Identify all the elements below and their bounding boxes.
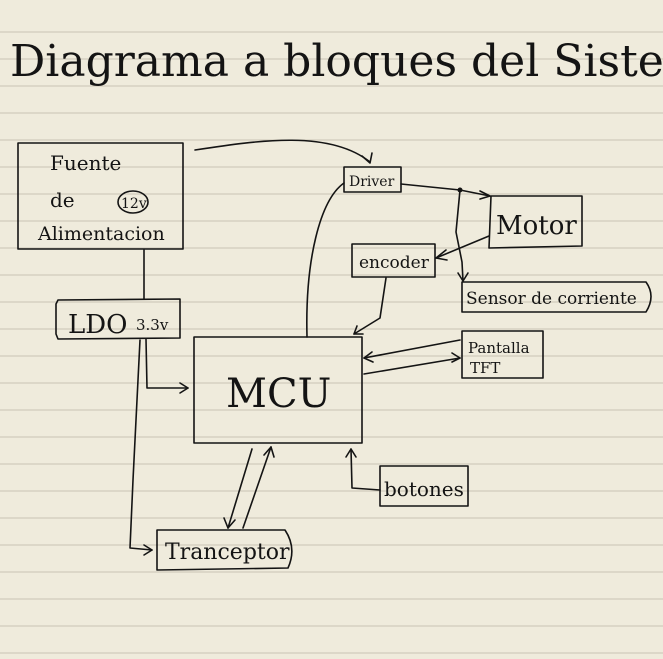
mcu-tranceptor-arrowhead-down [223,517,236,529]
driver-to-motor-arrowhead [479,190,491,200]
ldo-to-tranceptor-arrowhead [143,544,153,556]
page-title: Diagrama a bloques del Sistema [10,36,663,87]
botones-label: botones [384,477,464,501]
fuente-label-line1: Fuente [50,151,121,175]
motor-block [488,195,583,249]
notebook-rules [0,31,663,654]
mcu-to-driver-line [306,182,345,338]
encoder-block [351,243,436,278]
ldo-to-tranceptor-line [129,339,153,551]
ldo-voltage-label: 3.3v [136,316,169,334]
botones-block [379,465,469,507]
motor-to-encoder-line [435,235,490,259]
motor-to-sensor-line [455,189,464,282]
mcu-to-pantalla-line-b [363,357,461,375]
voltage-badge-circle [117,190,149,214]
pantalla-label-line1: Pantalla [468,339,530,357]
pantalla-label-line2: TFT [470,359,500,377]
ldo-block [55,298,181,340]
mcu-label: MCU [226,371,331,417]
fuente-block [17,142,184,250]
motor-label: Motor [496,211,577,241]
fuente-label-line3: Alimentacion [37,223,165,245]
fuente-label-line2: de [50,188,75,212]
mcu-to-pantalla-line-a [363,339,461,359]
sensor-label: Sensor de corriente [466,289,637,309]
ldo-label: LDO [68,310,127,340]
ldo-to-mcu-arrowhead [179,382,189,394]
fuente-to-driver-line [194,139,371,163]
mcu-pantalla-arrowhead-a [363,351,374,363]
mcu-tranceptor-arrowhead-up [263,446,275,458]
tranceptor-to-mcu-line [242,446,272,529]
botones-to-mcu-arrowhead [345,448,357,458]
ldo-to-mcu-line [145,338,189,389]
mcu-block [193,336,363,444]
fuente-to-driver-arrowhead [361,152,373,164]
driver-block [343,166,402,193]
motor-to-sensor-arrowhead [457,272,469,282]
encoder-label: encoder [359,253,430,273]
encoder-to-mcu-line [353,277,387,335]
junction-dot [457,187,463,193]
tranceptor-block [156,529,293,571]
mcu-pantalla-arrowhead-b [451,352,461,363]
encoder-to-mcu-arrowhead [353,325,364,335]
botones-to-mcu-line [350,448,381,491]
driver-label: Driver [349,174,395,190]
mcu-to-tranceptor-line [227,448,253,529]
tranceptor-label: Tranceptor [165,540,290,565]
pantalla-block [461,330,544,379]
motor-to-encoder-arrowhead [435,249,448,261]
sensor-block [461,281,652,313]
voltage-badge-label: 12v [121,196,147,212]
